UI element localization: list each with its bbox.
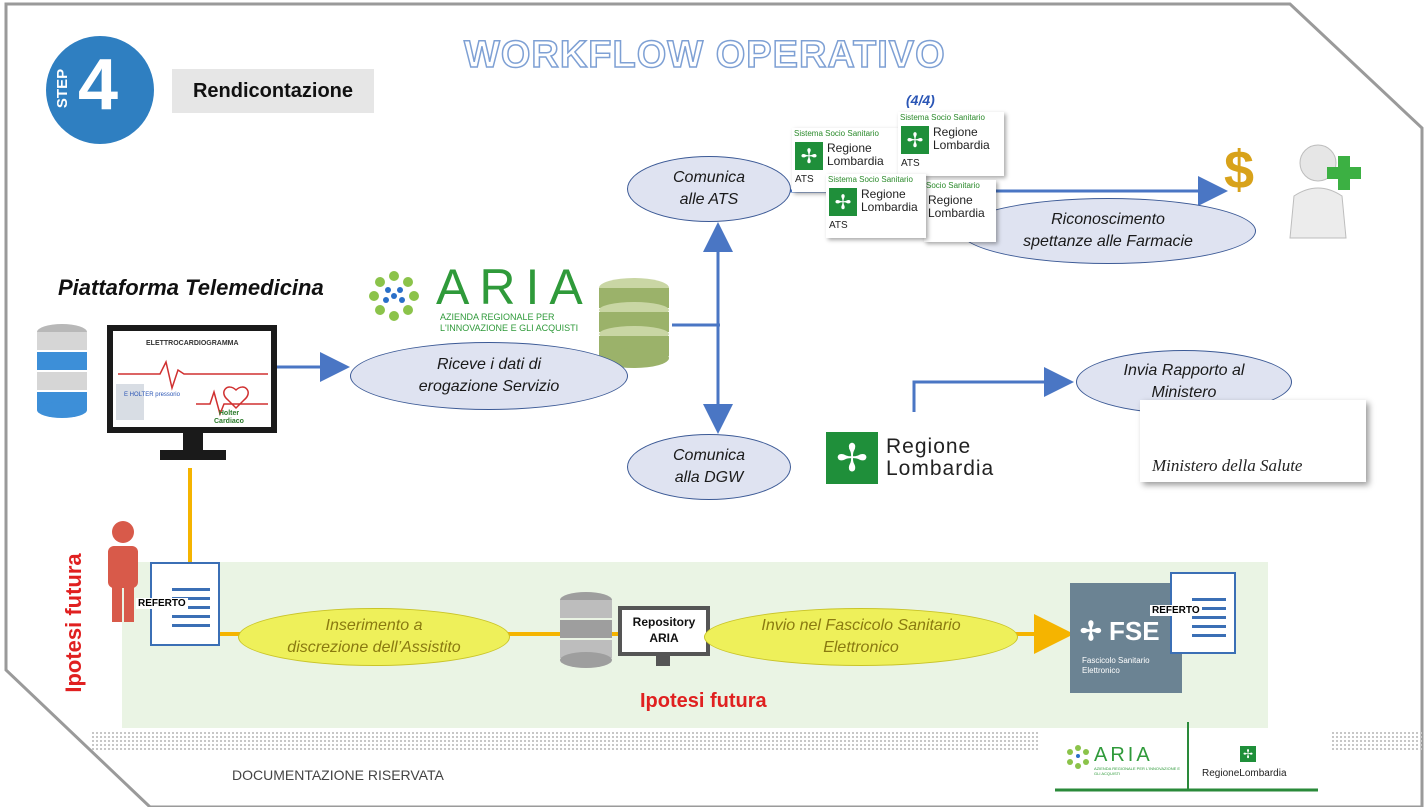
person-icon (108, 521, 138, 622)
fse-label: ✢ FSE (1080, 616, 1160, 646)
documentazione-label: DOCUMENTAZIONE RISERVATA (232, 767, 444, 783)
holter-small-label: E HOLTER pressorio (124, 392, 180, 398)
repository-database-icon (560, 592, 612, 668)
counter-label: (4/4) (906, 92, 935, 108)
footer-dots-right (1332, 732, 1422, 750)
ipotesi-vertical-label: Ipotesi futura (61, 553, 86, 693)
step-badge (46, 36, 154, 144)
page-title: WORKFLOW OPERATIVO (463, 33, 946, 77)
referto-label-right: REFERTO (1150, 605, 1202, 616)
aria-logo-icon (369, 271, 419, 321)
fse-logo-icon: ✢ (1080, 616, 1110, 646)
footer-aria-name: ARIA (1094, 744, 1153, 766)
monitor-icon (107, 325, 277, 460)
database-icon-center (599, 278, 669, 368)
ecg-label: ELETTROCARDIOGRAMMA (146, 340, 239, 347)
step-label: Rendicontazione (172, 69, 374, 113)
regione-lombardia-logo-icon: ✢ (826, 432, 878, 484)
ipotesi-bottom-label: Ipotesi futura (640, 690, 767, 712)
repository-monitor-icon (618, 606, 710, 666)
pharmacist-icon (1289, 144, 1361, 239)
regione-logo-icon: ✢ (901, 126, 929, 154)
piattaforma-label: Piattaforma Telemedicina (58, 275, 324, 300)
database-icon-left (37, 324, 87, 418)
step-number: 4 (78, 45, 119, 125)
fse-box (1070, 583, 1182, 693)
footer-aria-subtitle: AZIENDA REGIONALE PER L'INNOVAZIONE E GL… (1094, 766, 1181, 776)
aria-logo-name: ARIA (436, 259, 593, 315)
ministero-card (1140, 400, 1366, 482)
footer-dots-left (90, 732, 1040, 750)
referto-label-left: REFERTO (136, 598, 188, 609)
dollar-icon: $ (1224, 140, 1255, 200)
regione-logo-icon: ✢ (829, 188, 857, 216)
footer-regione-label: RegioneLombardia (1202, 768, 1287, 779)
arrow-to-ministero (912, 367, 1074, 412)
footer-aria-logo-icon (1067, 745, 1089, 769)
footer-regione-logo-icon: ✢ (1240, 746, 1256, 762)
step-word: STEP (54, 68, 72, 109)
regione-logo-icon: ✢ (795, 142, 823, 170)
ministero-label: Ministero della Salute (1152, 456, 1303, 475)
